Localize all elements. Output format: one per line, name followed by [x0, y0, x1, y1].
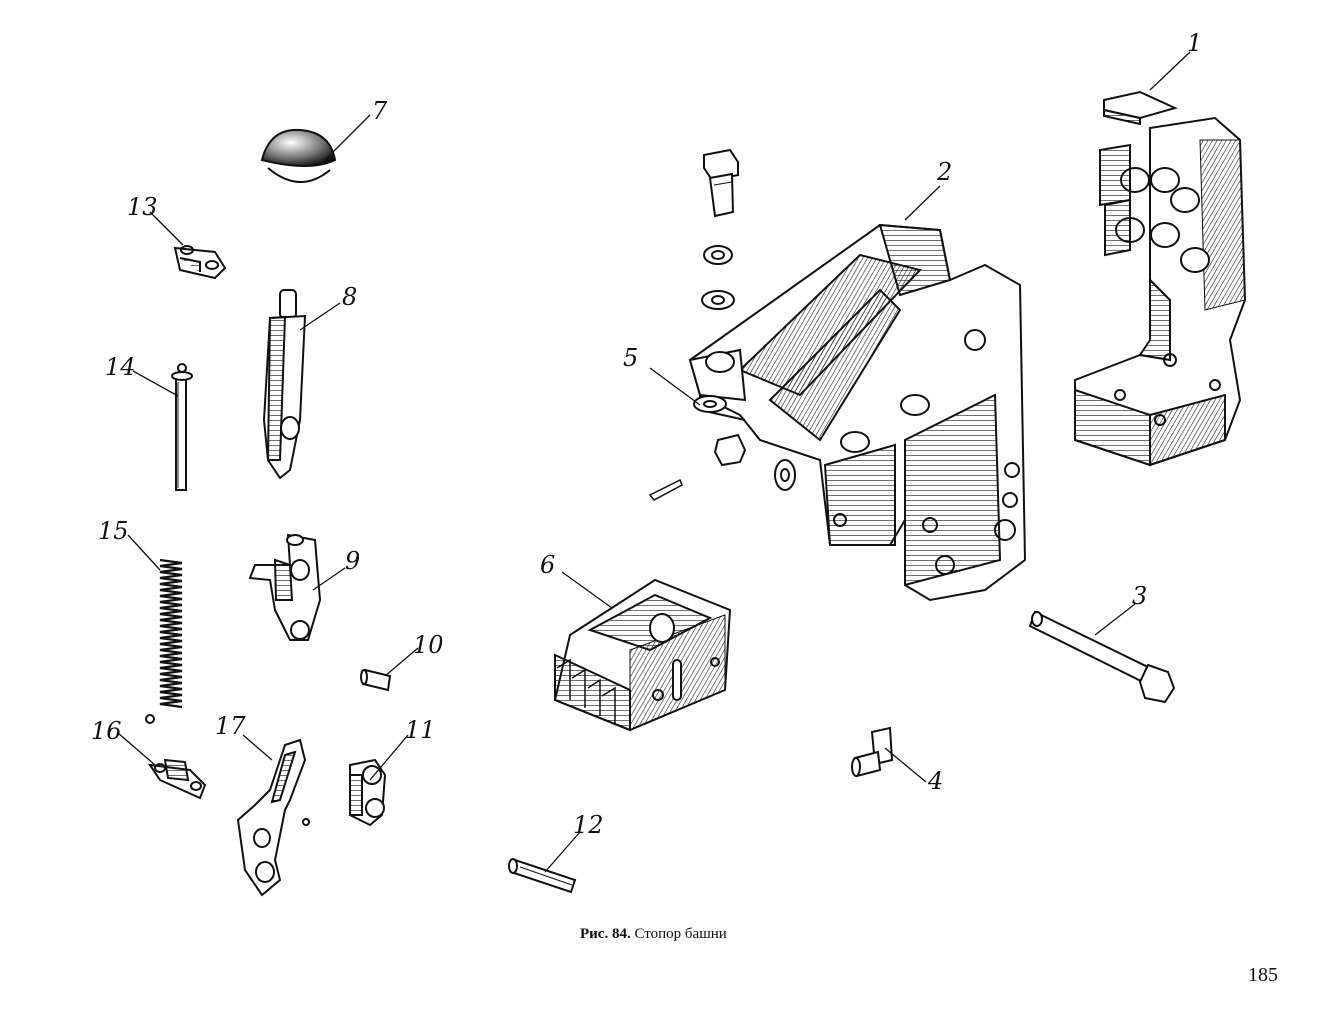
part-11-link: [349, 758, 387, 827]
part-12-pin: [508, 858, 577, 894]
label-part-15: 15: [98, 517, 129, 545]
part-14-rod: [171, 363, 193, 491]
label-part-2: 2: [937, 158, 953, 186]
label-part-16: 16: [91, 717, 122, 745]
label-part-3: 3: [1132, 582, 1148, 610]
part-13-clamp: [173, 245, 227, 280]
part-17-lever: [236, 738, 310, 897]
caption-text: Стопор башни: [634, 926, 727, 942]
label-part-10: 10: [413, 631, 444, 659]
part-2-housing: [688, 223, 1027, 602]
label-part-6: 6: [540, 551, 556, 579]
part-1-bracket: [1074, 90, 1247, 467]
page-number: 185: [1248, 964, 1278, 986]
figure-caption: Рис. 84. Стопор башни: [580, 926, 727, 943]
label-part-4: 4: [928, 767, 944, 795]
part-8-lever: [262, 289, 307, 480]
part-4-pin: [851, 726, 894, 778]
label-part-7: 7: [372, 97, 388, 125]
leader-lines: [117, 51, 1191, 873]
label-part-9: 9: [345, 547, 361, 575]
label-part-13: 13: [127, 193, 158, 221]
label-part-17: 17: [215, 712, 246, 740]
part-3-bolt: [1028, 610, 1176, 704]
part-15-spring: [145, 558, 183, 724]
part-9-yoke: [248, 533, 322, 641]
part-10-small-pin: [360, 668, 392, 692]
label-part-1: 1: [1187, 29, 1203, 57]
label-part-8: 8: [342, 283, 358, 311]
hex-bolt-and-washers: [648, 148, 796, 501]
label-part-14: 14: [105, 353, 136, 381]
caption-prefix: Рис. 84.: [580, 926, 631, 942]
part-7-ball-knob: [260, 128, 337, 183]
label-part-11: 11: [405, 716, 436, 744]
part-6-rack-block: [553, 578, 732, 732]
label-part-12: 12: [573, 811, 604, 839]
label-part-5: 5: [623, 344, 639, 372]
part-16-block: [147, 758, 207, 800]
